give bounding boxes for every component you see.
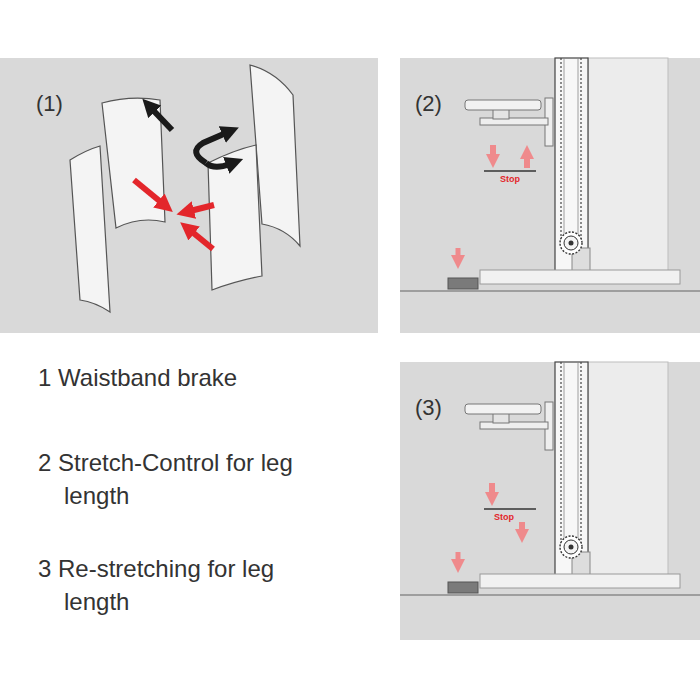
stop-arrows	[458, 145, 536, 258]
panel-number: (3)	[415, 395, 442, 421]
panel: (3)	[400, 362, 700, 640]
panel-number: (2)	[415, 91, 442, 117]
stretching-machine	[400, 58, 700, 291]
stop-label: Stop	[490, 174, 530, 185]
stop-arrows	[458, 483, 536, 562]
panel-ground	[0, 58, 378, 333]
legend-item: 1 Waistband brake	[38, 362, 354, 394]
legend-item: 2 Stretch-Control for leg length	[38, 446, 346, 512]
waistband-sheets	[70, 65, 300, 312]
panel-ground	[400, 362, 700, 640]
stop-label: Stop	[484, 512, 524, 523]
legend-item: 3 Re-stretching for leg length	[38, 552, 346, 618]
panel-ground	[400, 58, 700, 333]
panel-number: (1)	[36, 91, 63, 117]
panel: (1)	[0, 58, 378, 333]
motion-arrows	[134, 109, 230, 249]
stretching-machine	[400, 362, 700, 595]
panel: (2)	[400, 58, 700, 333]
